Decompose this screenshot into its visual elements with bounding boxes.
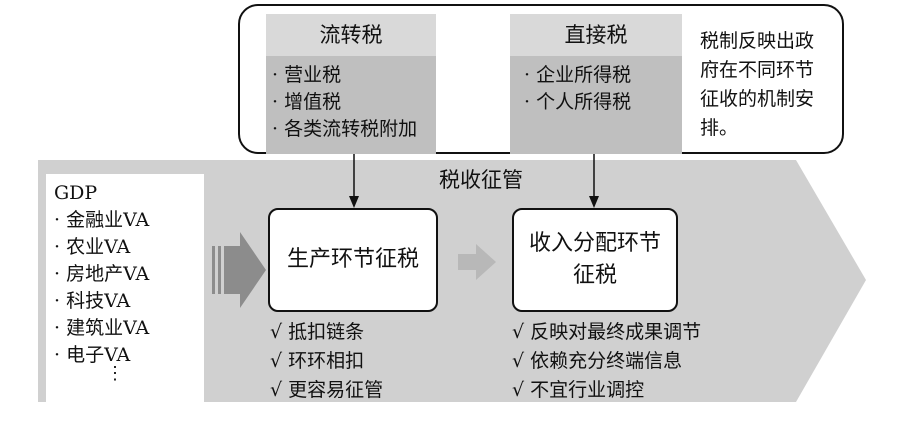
distribution-stage-label-line: 收入分配环节 [528, 231, 661, 256]
tax-system-note: 税制反映出政 府在不同环节 征收的机制安 排。 [700, 30, 815, 139]
ellipsis: ⋮ [106, 363, 124, 384]
direct-tax-connector-arrow [589, 154, 599, 208]
list-item: · 金融业VA [54, 209, 150, 231]
direct-tax-panel: 直接税 · 企业所得税 · 个人所得税 [510, 14, 682, 154]
list-item: · 增值税 [272, 91, 342, 113]
list-item: · 各类流转税附加 [272, 118, 418, 140]
production-stage-checks: √ 抵扣链条 √ 环环相扣 √ 更容易征管 [270, 318, 383, 405]
list-item: · 电子VA [54, 344, 131, 366]
gdp-input-arrow [212, 232, 266, 308]
distribution-stage-checks: √ 反映对最终成果调节 √ 依赖充分终端信息 √ 不宜行业调控 [512, 318, 701, 405]
check-item: √ 不宜行业调控 [512, 379, 645, 401]
list-item: · 营业税 [272, 64, 342, 86]
gdp-title: GDP [54, 182, 98, 204]
check-item: √ 抵扣链条 [270, 321, 365, 343]
turnover-tax-panel: 流转税 · 营业税 · 增值税 · 各类流转税附加 [266, 14, 436, 154]
turnover-tax-list: · 营业税 · 增值税 · 各类流转税附加 [266, 56, 436, 154]
direct-tax-list: · 企业所得税 · 个人所得税 [510, 56, 682, 154]
production-stage-label: 生产环节征税 [286, 247, 419, 272]
production-stage-box: 生产环节征税 [268, 208, 438, 312]
list-item: · 农业VA [54, 236, 131, 258]
list-item: · 个人所得税 [524, 91, 632, 113]
check-item: √ 依赖充分终端信息 [512, 350, 683, 372]
turnover-tax-title: 流转税 [266, 14, 436, 56]
turnover-tax-connector-arrow [349, 154, 359, 208]
distribution-stage-box: 收入分配环节 征税 [512, 208, 678, 312]
list-item: · 建筑业VA [54, 317, 150, 339]
list-item: · 企业所得税 [524, 64, 632, 86]
distribution-stage-label-line: 征税 [572, 263, 617, 288]
gdp-panel: GDP · 金融业VA · 农业VA · 房地产VA · 科技VA · 建筑业V… [46, 174, 204, 404]
check-item: √ 更容易征管 [270, 379, 384, 401]
check-item: √ 环环相扣 [270, 350, 365, 372]
list-item: · 房地产VA [54, 263, 150, 285]
stage-transition-arrow [458, 244, 496, 280]
check-item: √ 反映对最终成果调节 [512, 321, 702, 343]
list-item: · 科技VA [54, 290, 131, 312]
banner-title: 税收征管 [439, 168, 523, 192]
direct-tax-title: 直接税 [510, 14, 682, 56]
